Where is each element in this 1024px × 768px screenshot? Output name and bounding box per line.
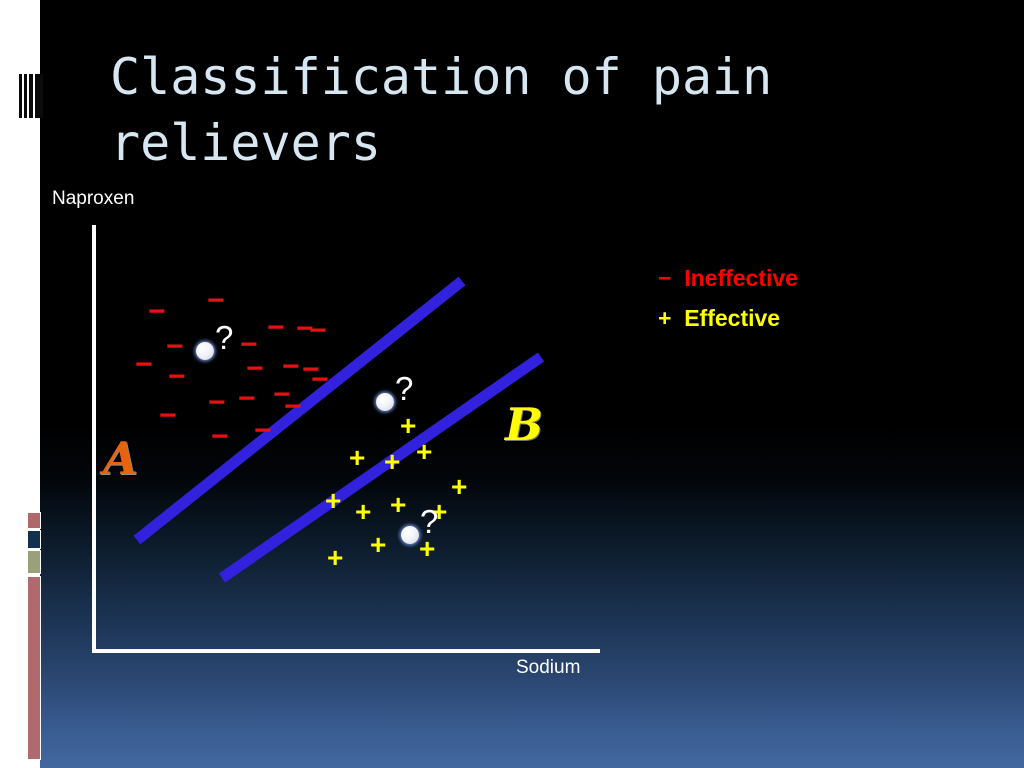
rose-block — [27, 512, 41, 529]
data-point-ineffective: − — [309, 314, 327, 347]
rose-bar — [27, 576, 41, 760]
data-point-effective: + — [370, 529, 387, 560]
data-point-effective: + — [384, 446, 401, 477]
data-point-ineffective: − — [273, 378, 291, 411]
data-point-effective: + — [349, 442, 366, 473]
data-point-ineffective: − — [282, 350, 300, 383]
barcode-decoration — [19, 74, 43, 118]
x-axis-label: Sodium — [516, 657, 581, 678]
data-point-effective: + — [400, 410, 417, 441]
data-point-ineffective: − — [168, 360, 186, 393]
data-point-ineffective: − — [302, 353, 320, 386]
legend-item-ineffective: − Ineffective — [658, 265, 798, 291]
data-point-ineffective: − — [284, 390, 302, 423]
data-point-ineffective: − — [246, 352, 264, 385]
page-title: Classification of pain relievers — [110, 48, 803, 172]
query-point-label-1: ? — [215, 319, 234, 356]
query-point-dot-3 — [401, 526, 419, 544]
class-label-a: A — [103, 432, 138, 485]
olive-block — [27, 550, 41, 574]
data-point-effective: + — [431, 496, 448, 527]
data-point-ineffective: − — [135, 348, 153, 381]
data-point-effective: + — [325, 485, 342, 516]
barcode-bar — [35, 74, 43, 118]
legend: − Ineffective + Effective — [658, 258, 798, 339]
class-label-b: B — [505, 398, 544, 451]
y-axis-line — [92, 225, 96, 653]
data-point-effective: + — [327, 542, 344, 573]
data-point-effective: + — [451, 471, 468, 502]
data-point-effective: + — [390, 489, 407, 520]
y-axis-label: Naproxen — [52, 188, 135, 209]
navy-block — [27, 530, 41, 549]
query-point-dot-1 — [196, 342, 214, 360]
data-point-ineffective: − — [296, 312, 314, 345]
data-point-ineffective: − — [311, 363, 329, 396]
data-point-effective: + — [419, 533, 436, 564]
data-point-ineffective: − — [211, 420, 229, 453]
data-point-effective: + — [355, 496, 372, 527]
legend-item-effective: + Effective — [658, 305, 781, 332]
barcode-bar — [19, 74, 22, 118]
data-point-ineffective: − — [240, 328, 258, 361]
data-point-ineffective: − — [159, 399, 177, 432]
x-axis-line — [92, 649, 600, 653]
data-point-ineffective: − — [254, 414, 272, 447]
query-point-label-3: ? — [420, 503, 439, 540]
data-point-ineffective: − — [238, 382, 256, 415]
query-point-label-2: ? — [395, 370, 414, 407]
data-point-ineffective: − — [267, 311, 285, 344]
data-point-ineffective: − — [208, 386, 226, 419]
barcode-bar — [24, 74, 27, 118]
data-point-ineffective: − — [148, 295, 166, 328]
barcode-bar — [29, 74, 33, 118]
data-point-effective: + — [416, 436, 433, 467]
query-point-dot-2 — [376, 393, 394, 411]
data-point-ineffective: − — [207, 284, 225, 317]
data-point-ineffective: − — [166, 330, 184, 363]
